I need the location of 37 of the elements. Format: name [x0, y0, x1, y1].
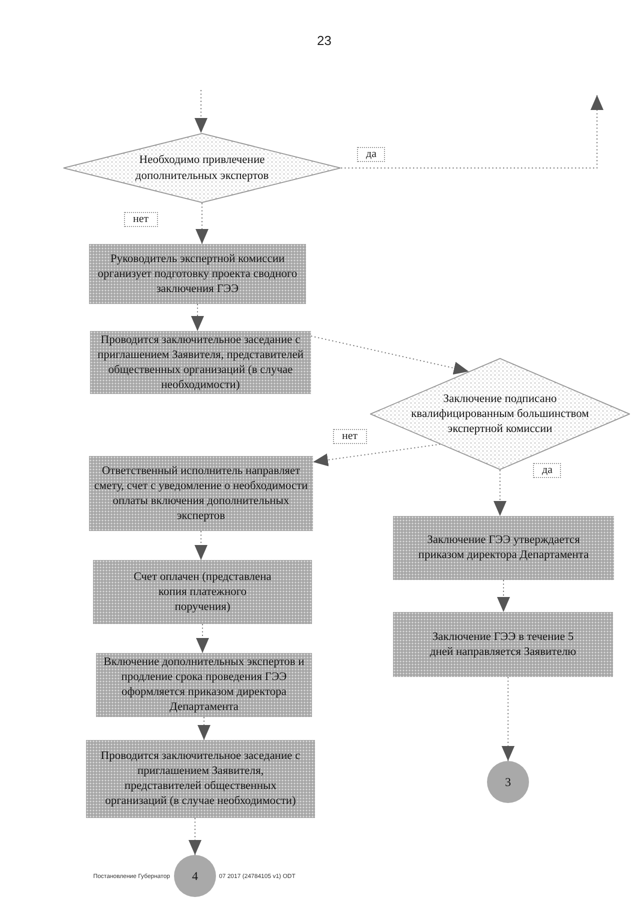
step-text: Проводится заключительное заседание с приглашением Заявителя, представителей общественных организаций (в случае необходимости) [100, 749, 302, 809]
process-box [393, 612, 613, 677]
page-number: 23 [317, 32, 332, 50]
process-box [89, 456, 313, 531]
arrow [340, 94, 604, 168]
step-text: Заключение ГЭЭ утверждается приказом директора Департамента [417, 533, 590, 563]
arrow [310, 336, 470, 374]
arrow [194, 530, 208, 560]
edge-label: нет [124, 212, 158, 227]
step-text: Включение дополнительных экспертов и продление срока проведения ГЭЭ оформляется приказом директора Департамента [102, 655, 306, 715]
edge-label: да [533, 463, 562, 478]
connector-number: 4 [192, 868, 198, 885]
edge-label: нет [333, 429, 367, 444]
arrow [502, 676, 515, 762]
arrow [198, 716, 210, 740]
arrow [312, 444, 441, 466]
arrow [196, 202, 208, 244]
step-text: Руководитель экспертной комиссии организует подготовку проекта сводного заключения ГЭЭ [97, 252, 298, 296]
connector-number: 3 [505, 774, 511, 791]
arrow [497, 580, 510, 612]
arrow [191, 304, 204, 332]
arrow [194, 90, 208, 134]
step-text: Проводится заключительное заседание с приглашением Заявителя, представителей общественных организаций (в случае необходимости) [96, 332, 304, 392]
decision-diamond [63, 133, 341, 203]
edge-label: да [357, 147, 386, 162]
process-box [93, 560, 312, 624]
question-text: Заключение подписано квалифицированным большинством экспертной комиссии [410, 392, 590, 436]
arrow [188, 818, 202, 856]
process-box [86, 740, 315, 818]
arrow [494, 470, 506, 516]
step-text: Ответственный исполнитель направляет смету, счет с уведомление о необходимости оплаты включения дополнительных экспертов [93, 464, 309, 524]
arrow [196, 624, 209, 654]
question-text: Необходимо привлечение дополнительных экспертов [134, 153, 270, 184]
process-box [89, 244, 306, 304]
process-box [393, 516, 614, 580]
step-text: Счет оплачен (представлена копия платежного поручения) [133, 570, 272, 614]
step-text: Заключение ГЭЭ в течение 5 дней направляется Заявителю [429, 630, 577, 660]
